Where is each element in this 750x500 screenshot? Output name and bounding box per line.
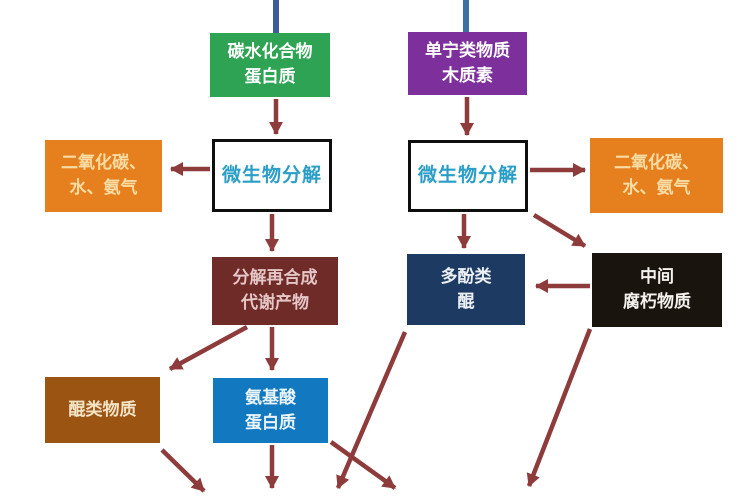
node-label: 分解再合成: [232, 268, 318, 288]
arrow-aminoacids-to-bottom-right: [329, 440, 397, 490]
node-label: 多酚类: [440, 266, 492, 286]
arrow-microbial2-to-intermediate: [532, 213, 587, 248]
arrow-quinones-to-bottom: [160, 448, 206, 493]
node-label: 腐朽物质: [623, 292, 691, 311]
node-carbohydrates: 碳水化合物 蛋白质: [210, 33, 330, 97]
node-label: 微生物分解: [221, 164, 322, 186]
node-polyphenols-quinone: 多酚类 醌: [407, 254, 525, 325]
node-intermediate-decayed-matter: 中间 腐朽物质: [592, 253, 722, 327]
node-label: 木质素: [442, 65, 493, 85]
node-label: 二氧化碳、: [61, 153, 146, 173]
node-label: 中间: [640, 267, 674, 287]
node-co2-water-ammonia-left: 二氧化碳、 水、氨气: [45, 140, 162, 212]
arrow-metabolites-to-quinones: [168, 325, 249, 371]
node-co2-water-ammonia-right: 二氧化碳、 水、氨气: [590, 138, 723, 213]
arrow-polyphenols-to-bottom: [335, 331, 408, 489]
arrow-intermediate-to-bottom: [526, 328, 593, 487]
node-label: 蛋白质: [244, 67, 296, 86]
node-label: 醌: [457, 291, 475, 311]
node-label: 醌类物质: [68, 399, 137, 419]
node-quinone-substances: 醌类物质: [45, 377, 160, 443]
node-label: 代谢产物: [241, 293, 309, 312]
node-tannins: 单宁类物质 木质素: [408, 32, 527, 95]
node-label: 氨基酸: [245, 387, 296, 407]
node-microbial-decomposition-left: 微生物分解: [212, 139, 332, 212]
node-microbial-decomposition-right: 微生物分解: [408, 140, 528, 212]
node-label: 水、氨气: [622, 177, 691, 197]
node-label: 蛋白质: [245, 412, 296, 432]
node-label: 单宁类物质: [425, 40, 510, 60]
node-amino-acids-protein: 氨基酸 蛋白质: [213, 378, 328, 443]
node-label: 水、氨气: [69, 178, 138, 197]
node-resynthesized-metabolites: 分解再合成 代谢产物: [212, 257, 338, 325]
node-label: 二氧化碳、: [614, 152, 699, 172]
node-label: 碳水化合物: [227, 42, 313, 62]
node-label: 微生物分解: [417, 165, 518, 187]
